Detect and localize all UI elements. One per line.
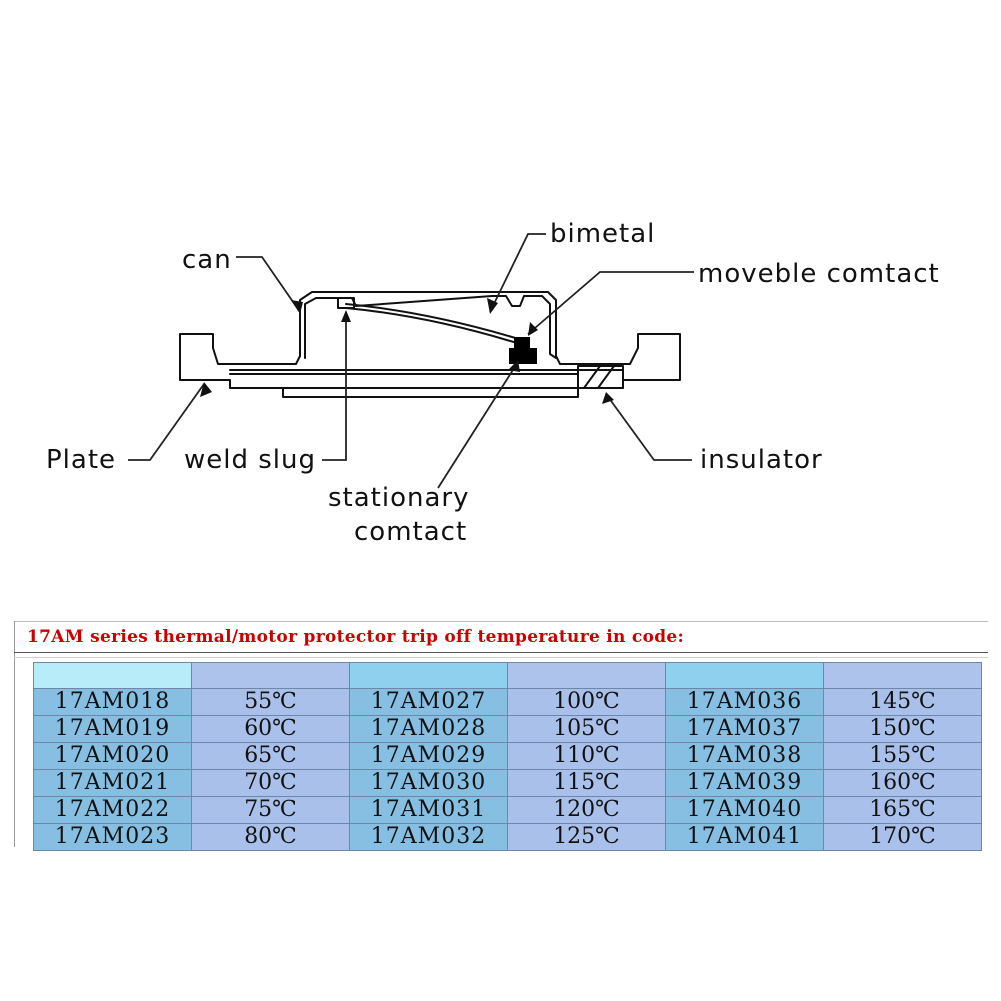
table-title: 17AM series thermal/motor protector trip… (27, 627, 685, 647)
header-cell (191, 662, 350, 689)
table-header-row (33, 662, 982, 689)
arrowhead (487, 298, 498, 314)
temperature-cell: 170℃ (823, 823, 982, 851)
code-cell: 17AM040 (665, 796, 824, 824)
header-cell (507, 662, 666, 689)
label-plate: Plate (46, 445, 116, 475)
label-insulator: insulator (700, 445, 823, 475)
temperature-cell: 60℃ (191, 715, 350, 743)
temperature-cell: 65℃ (191, 742, 350, 770)
table-row: 17AM023 80℃ 17AM032 125℃ 17AM041 170℃ (33, 823, 982, 851)
label-bimetal: bimetal (550, 219, 655, 249)
leader-line-bimetal (489, 233, 546, 313)
code-cell: 17AM027 (349, 688, 508, 716)
arrowhead (200, 382, 212, 397)
temperature-cell: 145℃ (823, 688, 982, 716)
code-cell: 17AM039 (665, 769, 824, 797)
plate-outline (179, 291, 681, 398)
code-cell: 17AM020 (33, 742, 192, 770)
leader-line-can (236, 256, 301, 313)
temperature-cell: 115℃ (507, 769, 666, 797)
can-inner-line (304, 295, 557, 359)
code-cell: 17AM022 (33, 796, 192, 824)
temperature-cell: 160℃ (823, 769, 982, 797)
leader-line-stationary-contact (437, 361, 519, 489)
bimetal-strip (345, 307, 521, 345)
code-cell: 17AM021 (33, 769, 192, 797)
protector-cross-section-diagram: can bimetal moveble comtact Plate weld s… (46, 219, 940, 547)
label-weld-slug: weld slug (184, 445, 316, 475)
code-cell: 17AM023 (33, 823, 192, 851)
table-row: 17AM019 60℃ 17AM028 105℃ 17AM037 150℃ (33, 715, 982, 743)
leader-line-insulator (605, 393, 692, 461)
arrowhead (602, 392, 614, 404)
table-row: 17AM020 65℃ 17AM029 110℃ 17AM038 155℃ (33, 742, 982, 770)
temperature-cell: 120℃ (507, 796, 666, 824)
temperature-cell: 75℃ (191, 796, 350, 824)
temperature-cell: 165℃ (823, 796, 982, 824)
label-stationary-contact-line2: comtact (354, 517, 467, 547)
arrowhead (508, 360, 520, 372)
temperature-cell: 100℃ (507, 688, 666, 716)
code-cell: 17AM038 (665, 742, 824, 770)
sheet-gridline (14, 621, 15, 847)
temperature-cell: 155℃ (823, 742, 982, 770)
leader-line-weld-slug (322, 312, 347, 461)
code-cell: 17AM032 (349, 823, 508, 851)
sheet-gridline (14, 657, 988, 658)
leader-line-plate (128, 383, 205, 461)
code-cell: 17AM031 (349, 796, 508, 824)
code-cell: 17AM030 (349, 769, 508, 797)
temperature-cell: 70℃ (191, 769, 350, 797)
temperature-cell: 110℃ (507, 742, 666, 770)
temperature-cell: 105℃ (507, 715, 666, 743)
header-cell (33, 662, 192, 689)
header-cell (665, 662, 824, 689)
arrowhead (341, 310, 351, 322)
stationary-contact-shape (509, 348, 537, 364)
header-cell (349, 662, 508, 689)
weld-slug-shape (337, 297, 355, 309)
code-cell: 17AM041 (665, 823, 824, 851)
insulator-hatch (583, 365, 601, 389)
bimetal-strip (345, 303, 523, 341)
moveable-contact-shape (514, 337, 530, 348)
arrowhead (528, 322, 538, 336)
insulator-hatch (597, 365, 615, 389)
code-cell: 17AM018 (33, 688, 192, 716)
arrowhead (291, 300, 303, 314)
code-cell: 17AM037 (665, 715, 824, 743)
temperature-cell: 150℃ (823, 715, 982, 743)
code-cell: 17AM028 (349, 715, 508, 743)
header-cell (823, 662, 982, 689)
code-cell: 17AM036 (665, 688, 824, 716)
trip-temperature-table: 17AM018 55℃ 17AM027 100℃ 17AM036 145℃ 17… (33, 662, 982, 851)
temperature-cell: 125℃ (507, 823, 666, 851)
table-row: 17AM021 70℃ 17AM030 115℃ 17AM039 160℃ (33, 769, 982, 797)
label-stationary-contact-line1: stationary (328, 483, 470, 513)
sheet-gridline (14, 652, 988, 653)
leader-line-moveable-contact (527, 271, 694, 335)
code-cell: 17AM029 (349, 742, 508, 770)
temperature-cell: 80℃ (191, 823, 350, 851)
label-can: can (182, 245, 232, 275)
temperature-cell: 55℃ (191, 688, 350, 716)
code-cell: 17AM019 (33, 715, 192, 743)
sheet-gridline (14, 621, 988, 622)
table-row: 17AM018 55℃ 17AM027 100℃ 17AM036 145℃ (33, 688, 982, 716)
table-row: 17AM022 75℃ 17AM031 120℃ 17AM040 165℃ (33, 796, 982, 824)
label-moveable-contact: moveble comtact (698, 259, 940, 289)
